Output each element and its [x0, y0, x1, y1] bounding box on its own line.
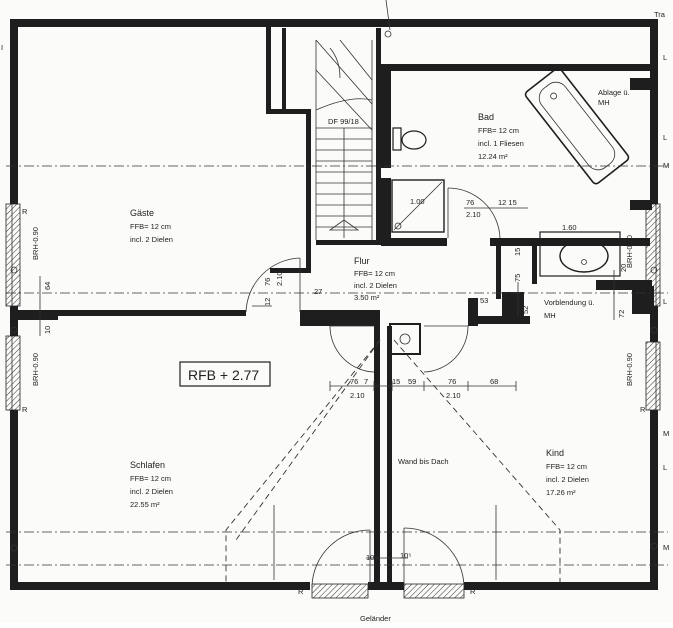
margin-8: L — [663, 463, 667, 472]
dim-52: 52 — [521, 306, 530, 314]
room-schlafen-area: 22.55 m² — [130, 500, 160, 509]
dim-75: 75 — [513, 274, 522, 282]
note-ablage-mh: MH — [598, 98, 610, 107]
dim-bottom-10: 10 — [366, 553, 374, 562]
labels: RFB + 2.77 Gäste FFB= 12 cm incl. 2 Diel… — [1, 10, 669, 623]
room-kind-ffb: FFB= 12 cm — [546, 462, 587, 471]
dim-72: 72 — [617, 310, 626, 318]
room-bad-fliesen: incl. 1 Fliesen — [478, 139, 524, 148]
dim-bottom-105: 10⁵ — [400, 551, 411, 560]
r-mark-2: R — [22, 405, 28, 414]
margin-1: I — [1, 43, 3, 52]
margin-7: M — [663, 543, 669, 552]
note-df: DF 99/18 — [328, 117, 359, 126]
exterior-walls — [10, 19, 658, 590]
room-schlafen-name: Schlafen — [130, 460, 165, 470]
margin-3: M — [663, 161, 669, 170]
room-gaeste-ffb: FFB= 12 cm — [130, 222, 171, 231]
room-kind-dielen: incl. 2 Dielen — [546, 475, 589, 484]
bathroom-fixtures — [391, 67, 630, 277]
dim-flur-210a: 2.10 — [350, 391, 365, 400]
dim-27: 27 — [314, 287, 322, 296]
dim-door-gaeste-76: 76 — [263, 278, 272, 286]
r-mark-3: R — [642, 203, 648, 212]
dim-door-gaeste-210: 2.10 — [275, 271, 284, 286]
r-mark-5: R — [298, 587, 304, 596]
margin-4: L — [663, 133, 667, 142]
dim-64: 64 — [43, 282, 52, 290]
note-vorblendung-mh: MH — [544, 311, 556, 320]
dimension-lines — [6, 0, 668, 566]
dim-door-bad-210: 2.10 — [466, 210, 481, 219]
dim-53: 53 — [480, 296, 488, 305]
brh-left-top: BRH-0.90 — [31, 227, 40, 260]
room-gaeste-dielen: incl. 2 Dielen — [130, 235, 173, 244]
room-flur-dielen: incl. 2 Dielen — [354, 281, 397, 290]
level-tag: RFB + 2.77 — [188, 367, 259, 383]
dim-12: 12 — [263, 298, 272, 306]
dim-15: 15 — [513, 248, 522, 256]
margin-2: L — [663, 53, 667, 62]
dim-20: 20 — [619, 264, 628, 272]
r-mark-4: R — [640, 405, 646, 414]
dim-10: 10 — [43, 326, 52, 334]
dim-door-bad-76: 76 — [466, 198, 474, 207]
room-kind-name: Kind — [546, 448, 564, 458]
brh-right-bottom: BRH-0.90 — [625, 353, 634, 386]
roof-slope-lines — [225, 339, 561, 582]
dim-flur-210b: 2.10 — [446, 391, 461, 400]
margin-6: L — [663, 297, 667, 306]
room-schlafen-dielen: incl. 2 Dielen — [130, 487, 173, 496]
r-mark-6: R — [470, 587, 476, 596]
room-kind-area: 17.26 m² — [546, 488, 576, 497]
room-bad-area: 12.24 m² — [478, 152, 508, 161]
room-flur-area: 3.50 m² — [354, 293, 380, 302]
room-bad-ffb: FFB= 12 cm — [478, 126, 519, 135]
windows — [5, 203, 661, 599]
interior-walls — [18, 27, 654, 584]
dim-flur-7: 7 — [364, 377, 368, 386]
dim-flur-15: 15 — [392, 377, 400, 386]
note-wand-bis-dach: Wand bis Dach — [398, 457, 449, 466]
dim-basin-160: 1.60 — [562, 223, 577, 232]
doors — [245, 187, 501, 587]
room-bad-name: Bad — [478, 112, 494, 122]
note-gelaender: Geländer — [360, 614, 391, 623]
room-schlafen-ffb: FFB= 12 cm — [130, 474, 171, 483]
dim-flur-76b: 76 — [448, 377, 456, 386]
dim-flur-59: 59 — [408, 377, 416, 386]
margin-9: Tra — [654, 10, 666, 19]
dim-shower-width: 1.00 — [410, 197, 425, 206]
r-mark-1: R — [22, 207, 28, 216]
brh-right-top: BRH-0.90 — [625, 235, 634, 268]
note-ablage: Ablage ü. — [598, 88, 630, 97]
dim-bad-1215: 12 15 — [498, 198, 517, 207]
grid-markers — [10, 30, 658, 552]
note-vorblendung: Vorblendung ü. — [544, 298, 594, 307]
staircase — [315, 39, 373, 240]
dim-flur-68: 68 — [490, 377, 498, 386]
level-tag-box — [179, 361, 271, 387]
brh-left-bottom: BRH-0.90 — [31, 353, 40, 386]
room-flur-name: Flur — [354, 256, 370, 266]
room-gaeste-name: Gäste — [130, 208, 154, 218]
dim-flur-76: 76 — [350, 377, 358, 386]
margin-5: M — [663, 429, 669, 438]
room-flur-ffb: FFB= 12 cm — [354, 269, 395, 278]
